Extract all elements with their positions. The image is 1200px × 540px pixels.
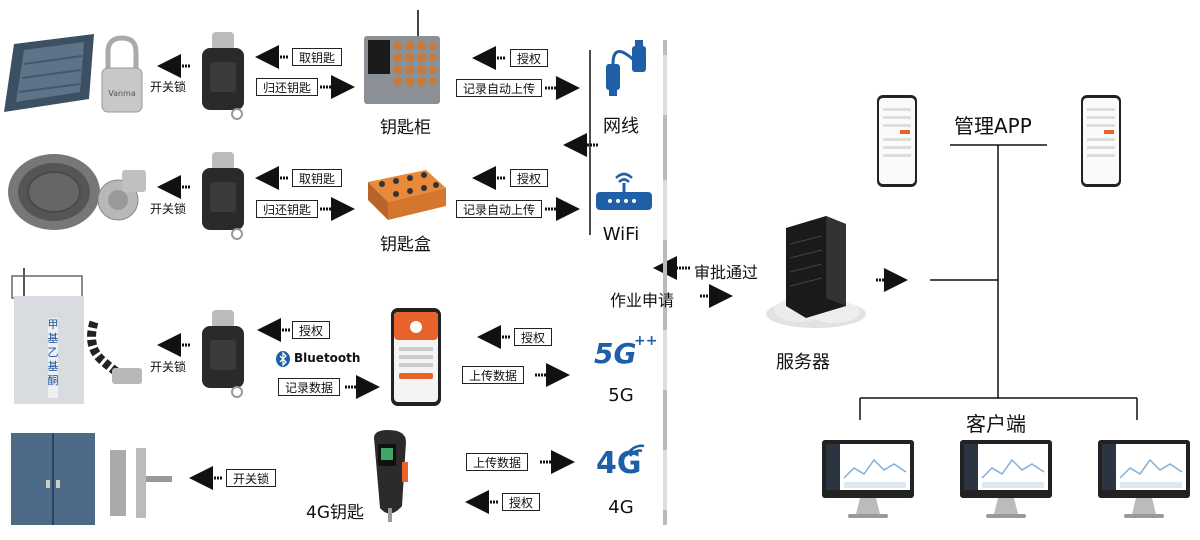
row1-take-key-tag: 取钥匙	[292, 48, 343, 66]
ethernet-cable-icon	[606, 40, 646, 96]
row3-upload-data-tag: 上传数据	[462, 366, 525, 384]
fourg-key-label: 4G钥匙	[306, 503, 364, 523]
admin-phone-right	[1081, 95, 1121, 187]
key-box-label: 钥匙盒	[380, 235, 431, 255]
admin-app-label: 管理APP	[954, 114, 1032, 138]
server-label: 服务器	[776, 352, 830, 373]
row3-authorize-right-tag: 授权	[514, 328, 553, 346]
key-device-2	[202, 152, 244, 240]
row1-open-lock-label: 开关锁	[150, 80, 187, 94]
padlock-image: Vanma	[101, 35, 143, 113]
fiveg-plus-icon: ++	[634, 333, 658, 349]
fiveg-logo: 5G	[594, 337, 637, 370]
cylinder-lock-image	[97, 170, 146, 221]
client-label: 客户端	[966, 412, 1026, 436]
wifi-router-icon	[596, 172, 652, 210]
row4-upload-data-tag: 上传数据	[466, 453, 529, 471]
manhole-cover-square	[4, 34, 94, 112]
row2-return-key-tag: 归还钥匙	[256, 200, 319, 218]
wired-label: 网线	[603, 116, 639, 137]
door-lock-image	[110, 448, 172, 518]
row2-auto-upload-tag: 记录自动上传	[456, 200, 543, 218]
approval-label: 审批通过	[694, 263, 759, 282]
smartphone-image	[391, 308, 441, 406]
double-door-image	[11, 433, 95, 525]
storage-tank-image: 甲基乙基酮	[11, 268, 84, 404]
row1-return-key-tag: 归还钥匙	[256, 78, 319, 96]
fourg-key-image	[374, 430, 408, 522]
key-box-image	[368, 170, 446, 220]
row1-authorize-tag: 授权	[510, 49, 549, 67]
key-device-3	[202, 310, 244, 398]
client-monitor-1	[822, 440, 914, 518]
bluetooth-label: Bluetooth	[294, 351, 361, 365]
row2-open-lock-label: 开关锁	[150, 202, 187, 216]
row4-switch-lock-tag: 开关锁	[226, 469, 277, 487]
row3-record-data-tag: 记录数据	[278, 378, 341, 396]
row3-authorize-left-tag: 授权	[292, 321, 331, 339]
key-cabinet-label: 钥匙柜	[380, 118, 431, 138]
wifi-label: WiFi	[602, 224, 640, 245]
row3-open-lock-label: 开关锁	[150, 360, 187, 374]
row1-auto-upload-tag: 记录自动上传	[456, 79, 543, 97]
bluetooth-icon	[276, 351, 290, 367]
chain-lock-image	[87, 320, 142, 385]
key-cabinet-image	[364, 10, 440, 104]
application-label: 作业申请	[610, 291, 675, 310]
row2-take-key-tag: 取钥匙	[292, 169, 343, 187]
fiveg-label: 5G	[608, 385, 634, 406]
client-monitor-3	[1098, 440, 1190, 518]
admin-phone-left	[877, 95, 917, 187]
key-device-1	[202, 32, 244, 120]
manhole-cover-round	[8, 154, 100, 230]
row4-authorize-tag: 授权	[502, 493, 541, 511]
tank-text: 甲基乙基酮	[48, 318, 59, 387]
server-image	[766, 216, 866, 328]
fourg-label: 4G	[608, 497, 634, 518]
network-rail	[663, 40, 667, 525]
padlock-brand: Vanma	[108, 89, 136, 98]
client-monitor-2	[960, 440, 1052, 518]
row2-authorize-tag: 授权	[510, 169, 549, 187]
fourg-signal-icon	[624, 444, 645, 457]
